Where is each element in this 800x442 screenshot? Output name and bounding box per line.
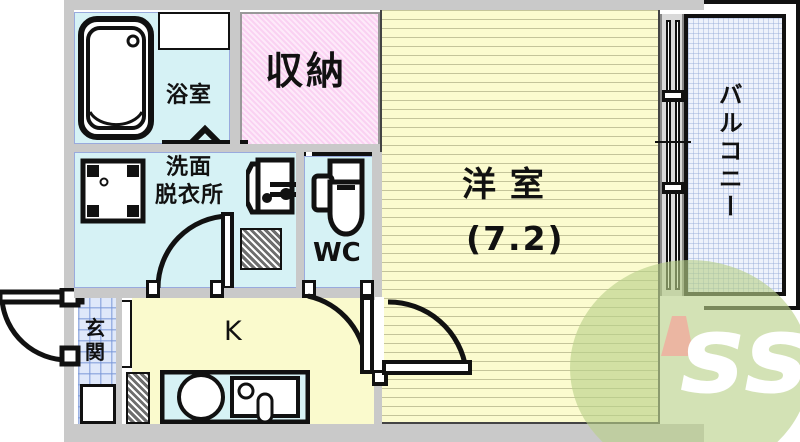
room-entrance-label-1: 玄 (85, 316, 106, 340)
partition-wc-right (372, 152, 382, 296)
entry-door[interactable] (0, 286, 90, 373)
toilet-icon (308, 158, 370, 247)
bathroom-shelf (158, 12, 230, 50)
room-toilet-label: WC (313, 238, 361, 268)
partition-bath-washroom (74, 144, 234, 152)
room-balcony (684, 14, 786, 296)
room-closet-label: 収納 (265, 49, 348, 93)
pipe-shaft-upper (240, 228, 282, 270)
door-jamb-washroom-right-inner (213, 283, 221, 294)
partition-closet-bottom (234, 144, 380, 152)
outer-wall-top (64, 0, 704, 10)
outer-wall-left (64, 0, 74, 442)
balcony-sliding-door-panel-b (675, 20, 680, 290)
room-washroom-label-2: 脱衣所 (155, 183, 225, 208)
pipe-shaft-lower (126, 372, 150, 424)
door-jamb-main-bottom-inner (375, 373, 384, 382)
watermark-text: ssist (680, 293, 800, 418)
balcony-door-stop-bottom-inner (665, 185, 681, 190)
washing-machine-icon (80, 158, 146, 229)
room-balcony-label: バルコニー (714, 82, 743, 222)
room-main-label: 洋 室 (462, 165, 545, 205)
door-jamb-wc-right-inner (363, 283, 371, 294)
room-bathroom-label: 浴室 (166, 83, 213, 108)
stove-icon (177, 373, 225, 421)
toilet-door[interactable] (304, 292, 382, 381)
watermark-initial-accent (661, 316, 694, 356)
washroom-door[interactable] (148, 206, 244, 297)
balcony-sliding-door[interactable] (660, 14, 684, 296)
balcony-door-stop-top-inner (665, 93, 681, 98)
main-room-door-opening (374, 300, 384, 376)
partition-washroom-bottom (74, 288, 382, 298)
room-main-area-label: (7.2) (466, 219, 565, 258)
door-jamb-washroom-left-inner (149, 283, 157, 294)
room-entrance-label-2: 関 (85, 340, 106, 364)
shoe-cabinet-icon (80, 384, 116, 424)
outer-wall-bottom (64, 424, 704, 442)
kitchen-counter (159, 369, 311, 429)
main-room-door[interactable] (382, 296, 478, 385)
partition-washroom-wc (296, 152, 304, 296)
balcony-door-rail-mark (655, 141, 691, 143)
partition-entrance-kitchen (116, 296, 122, 424)
room-washroom-label-1: 洗面 (166, 155, 213, 180)
partition-bath-closet (230, 10, 240, 150)
balcony-sliding-door-panel-a (666, 20, 671, 290)
bathtub-icon (78, 16, 154, 145)
vanity-sink-icon (244, 156, 302, 225)
door-jamb-main-top-inner (375, 297, 384, 306)
door-jamb-wc-left-inner (305, 283, 313, 294)
room-closet (240, 12, 380, 147)
closet-door-panel-right[interactable] (312, 148, 374, 157)
room-kitchen-label: K (224, 316, 243, 347)
